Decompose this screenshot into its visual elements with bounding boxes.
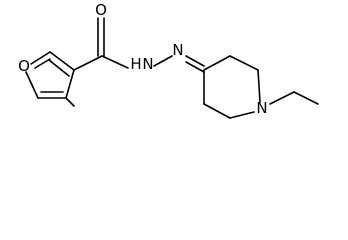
hydrazone-double-bond-1 — [185, 55, 205, 67]
ethyl-terminal-bond — [293, 91, 319, 105]
pip-n1-c6 — [229, 111, 255, 119]
n-ethyl-bond — [269, 91, 295, 105]
bond-c5-o1 — [30, 51, 51, 65]
pip-c4-c3 — [203, 55, 231, 71]
methyl-bond — [65, 97, 75, 107]
piperidine-n-label: N — [256, 99, 267, 117]
bond-c3-c4 — [65, 69, 75, 99]
pip-c3-c2 — [229, 55, 259, 71]
piperidine-ring — [203, 55, 261, 119]
furan-ring — [25, 51, 75, 99]
amide-h-label: H — [130, 55, 141, 73]
chemical-structure-diagram: O H N N N O — [18, 1, 319, 119]
amide-n-label: N — [142, 55, 153, 73]
bond-o1-c2 — [25, 71, 39, 99]
pip-c6-c5 — [203, 103, 231, 119]
pip-c2-n1 — [257, 69, 261, 103]
furan-oxygen-label: O — [18, 57, 30, 75]
carbonyl-to-nh-bond — [101, 55, 129, 69]
hydrazone-double-bond-2 — [185, 61, 205, 73]
bond-c6-c7-double — [48, 59, 70, 77]
carbonyl-oxygen-label: O — [95, 1, 107, 19]
ring-to-carbonyl-bond — [73, 55, 103, 71]
bond-c5-c6-double — [34, 58, 51, 69]
n-n-bond — [153, 55, 173, 67]
hydrazone-n-label: N — [172, 41, 183, 59]
bond-c4-c5 — [49, 51, 75, 71]
